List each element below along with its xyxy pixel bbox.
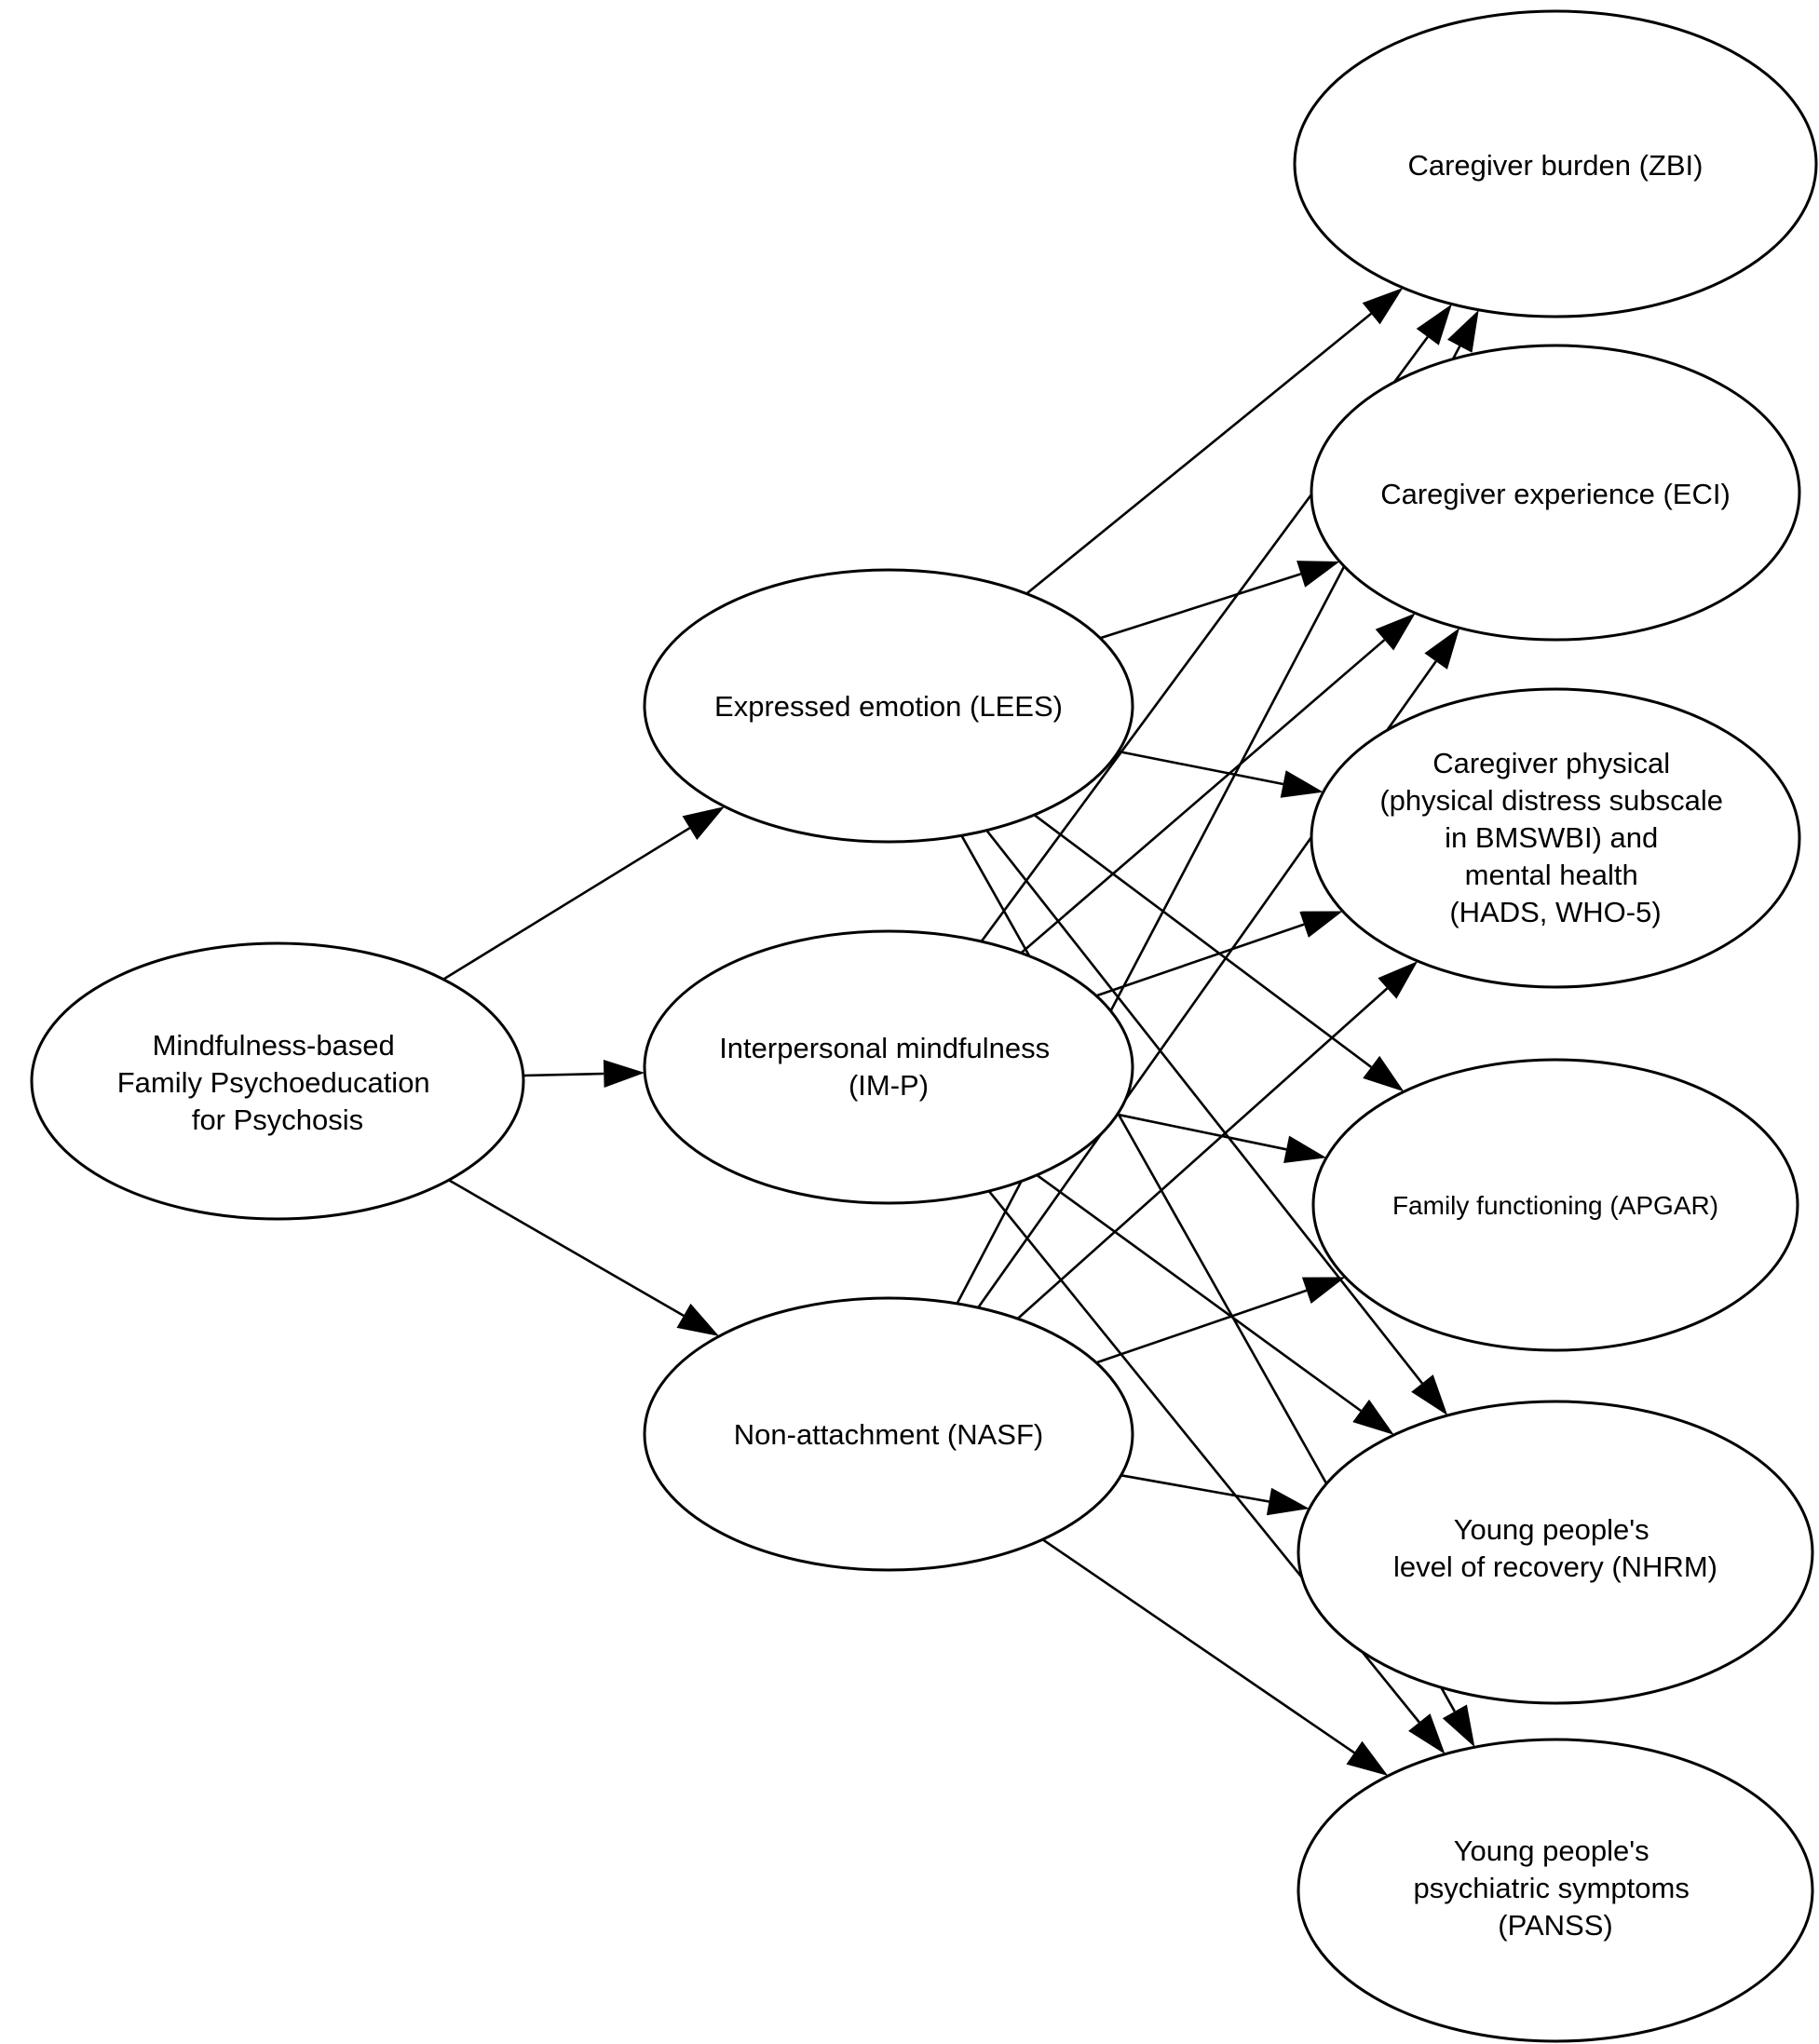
svg-text:Young people's level of: Young people's level of recovery (NHRM) <box>1393 1513 1717 1583</box>
edge-lees-to-health <box>1118 750 1283 786</box>
svg-text:Interpersonal mindfulness: Interpersonal mindfulness (IM-P) <box>719 1032 1058 1102</box>
arrowhead-source-to-imp <box>603 1060 645 1088</box>
arrowhead-imp-to-apgar <box>1283 1135 1327 1163</box>
node-psychiatric-symptoms-label-line: (PANSS) <box>1498 1909 1612 1942</box>
node-psychiatric-symptoms-label-line: Young people's <box>1454 1834 1649 1867</box>
node-level-of-recovery: Young people's level of recovery (NHRM) <box>1296 1400 1814 1705</box>
svg-text:Non-attachment (NASF): Non-attachment (NASF) <box>734 1418 1044 1451</box>
edge-source-to-nasf <box>448 1179 685 1318</box>
arrowhead-imp-to-zbi <box>1416 304 1452 345</box>
node-interpersonal-mindfulness-label-line: (IM-P) <box>848 1069 929 1102</box>
arrowhead-nasf-to-zbi <box>1447 309 1479 353</box>
node-family-functioning-label: Family functioning (APGAR) <box>1392 1191 1718 1220</box>
arrowhead-lees-to-zbi <box>1362 288 1404 325</box>
node-psychiatric-symptoms: Young people's psychiatric symptoms (PAN… <box>1296 1738 1814 2043</box>
svg-text:Expressed emotion (LEES): Expressed emotion (LEES) <box>714 690 1063 723</box>
edge-lees-to-eci <box>1099 573 1301 640</box>
node-level-of-recovery-label-line: Young people's <box>1454 1513 1649 1546</box>
arrowhead-lees-to-eci <box>1296 561 1340 588</box>
arrowhead-nasf-to-eci <box>1424 628 1460 670</box>
edge-lees-to-nhrm <box>985 829 1423 1385</box>
node-intervention: Mindfulness-based Family Psychoeducation… <box>30 941 525 1221</box>
arrowhead-lees-to-apgar <box>1363 1055 1405 1092</box>
edge-imp-to-nhrm <box>1036 1173 1362 1413</box>
arrowhead-source-to-nasf <box>676 1303 720 1336</box>
node-expressed-emotion: Expressed emotion (LEES) <box>643 568 1134 844</box>
edge-lees-to-apgar <box>1033 814 1372 1068</box>
arrowhead-imp-to-eci <box>1375 613 1416 651</box>
edge-imp-to-apgar <box>1117 1113 1287 1151</box>
arrowhead-lees-to-nhrm <box>1411 1374 1448 1415</box>
node-caregiver-burden-label: Caregiver burden (ZBI) <box>1407 149 1703 182</box>
node-caregiver-experience-label: Caregiver experience (ECI) <box>1380 478 1731 510</box>
node-caregiver-health: Caregiver physical (physical distress su… <box>1310 687 1801 989</box>
node-caregiver-health-label-line: (physical distress subscale <box>1379 784 1723 817</box>
arrowhead-nasf-to-nhrm <box>1266 1487 1310 1516</box>
edge-nasf-to-panss <box>1041 1538 1355 1754</box>
node-expressed-emotion-label: Expressed emotion (LEES) <box>714 690 1063 723</box>
node-non-attachment: Non-attachment (NASF) <box>643 1296 1134 1572</box>
node-interpersonal-mindfulness: Interpersonal mindfulness (IM-P) <box>643 929 1134 1205</box>
edge-lees-to-zbi <box>1025 312 1373 595</box>
node-intervention-label-line: for Psychosis <box>192 1103 363 1136</box>
node-interpersonal-mindfulness-label-line: Interpersonal mindfulness <box>719 1032 1050 1064</box>
arrowhead-lees-to-panss <box>1442 1704 1475 1748</box>
svg-text:Caregiver burden (ZBI): Caregiver burden (ZBI) <box>1407 149 1703 182</box>
svg-text:Young people's psychiatr: Young people's psychiatric symptoms (PAN… <box>1414 1834 1698 1942</box>
edge-nasf-to-nhrm <box>1120 1474 1269 1503</box>
arrowhead-nasf-to-panss <box>1346 1740 1389 1776</box>
node-caregiver-health-label-line: mental health <box>1465 859 1638 891</box>
svg-text:Caregiver physical (phys: Caregiver physical (physical distress su… <box>1379 747 1731 928</box>
edge-nasf-to-health <box>1016 987 1389 1320</box>
arrowhead-imp-to-health <box>1299 911 1343 938</box>
node-caregiver-experience: Caregiver experience (ECI) <box>1310 344 1801 642</box>
node-family-functioning: Family functioning (APGAR) <box>1311 1058 1799 1352</box>
node-caregiver-burden: Caregiver burden (ZBI) <box>1293 9 1818 318</box>
svg-text:Caregiver experience (ECI): Caregiver experience (ECI) <box>1380 478 1731 510</box>
node-caregiver-health-label-line: Caregiver physical <box>1432 747 1670 779</box>
svg-text:Family functioning (APGAR): Family functioning (APGAR) <box>1392 1191 1718 1220</box>
node-caregiver-health-label-line: (HADS, WHO-5) <box>1449 896 1661 928</box>
node-non-attachment-label: Non-attachment (NASF) <box>734 1418 1044 1451</box>
node-caregiver-health-label-line: in BMSWBI) and <box>1445 821 1658 854</box>
node-level-of-recovery-label-line: level of recovery (NHRM) <box>1393 1550 1717 1583</box>
arrowhead-nasf-to-health <box>1378 961 1419 999</box>
edge-source-to-lees <box>442 827 691 981</box>
arrowhead-nasf-to-apgar <box>1301 1277 1346 1304</box>
arrowhead-imp-to-panss <box>1408 1713 1446 1754</box>
arrowhead-imp-to-nhrm <box>1352 1399 1394 1435</box>
edge-imp-to-eci <box>1020 639 1386 954</box>
node-intervention-label-line: Family Psychoeducation <box>117 1066 430 1099</box>
edge-imp-to-health <box>1095 923 1305 997</box>
node-psychiatric-symptoms-label-line: psychiatric symptoms <box>1414 1872 1690 1904</box>
arrowhead-lees-to-health <box>1280 770 1324 798</box>
edge-source-to-imp <box>523 1072 604 1077</box>
edge-nasf-to-apgar <box>1095 1289 1308 1364</box>
arrowhead-source-to-lees <box>682 806 725 840</box>
node-intervention-label-line: Mindfulness-based <box>153 1029 395 1062</box>
svg-text:Mindfulness-based Family: Mindfulness-based Family Psychoeducation… <box>117 1029 439 1136</box>
